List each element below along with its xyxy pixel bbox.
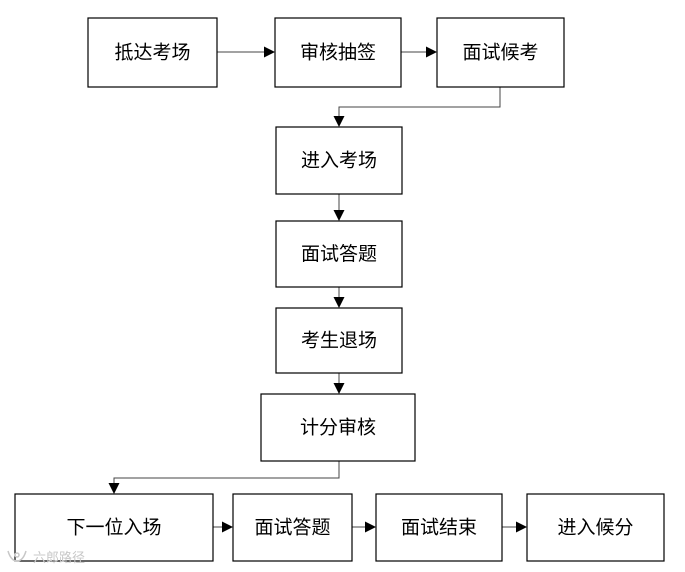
node-score-review: 计分审核 <box>260 393 416 462</box>
node-answer-1: 面试答题 <box>275 220 403 288</box>
arrowhead <box>108 483 120 494</box>
node-label: 面试答题 <box>301 243 377 265</box>
node-label: 面试答题 <box>254 517 330 539</box>
node-enter-room: 进入考场 <box>275 126 403 195</box>
arrowhead <box>222 521 233 533</box>
edges <box>108 46 527 533</box>
node-label: 进入考场 <box>301 150 377 172</box>
node-arrive: 抵达考场 <box>87 17 218 88</box>
node-answer-2: 面试答题 <box>232 493 353 562</box>
node-label: 面试候考 <box>462 42 538 64</box>
nodes: 抵达考场 审核抽签 面试候考 进入考场 面试答题 考生退场 计分审核 <box>14 17 665 562</box>
arrowhead <box>333 116 345 127</box>
arrowhead <box>426 46 437 58</box>
watermark-logo-dot <box>14 552 20 558</box>
node-wait-interview: 面试候考 <box>436 17 565 88</box>
arrowhead <box>333 210 345 221</box>
node-next-enter: 下一位入场 <box>14 493 214 562</box>
node-exit-room: 考生退场 <box>275 307 403 374</box>
node-label: 下一位入场 <box>66 517 161 539</box>
node-label: 面试结束 <box>401 517 477 539</box>
node-label: 考生退场 <box>301 330 377 352</box>
arrowhead <box>333 297 345 308</box>
arrowhead <box>264 46 275 58</box>
edge-score-to-next <box>113 461 340 484</box>
node-label: 计分审核 <box>300 417 376 439</box>
node-review-draw: 审核抽签 <box>274 17 402 88</box>
watermark-logo-icon <box>7 550 27 562</box>
node-label: 审核抽签 <box>300 42 376 64</box>
arrowhead <box>365 521 376 533</box>
edge-wait-to-enter <box>338 87 501 117</box>
watermark-text: 六郎路径 <box>33 550 85 566</box>
node-interview-end: 面试结束 <box>375 493 503 562</box>
node-label: 进入候分 <box>557 517 633 539</box>
node-wait-score: 进入候分 <box>526 493 665 562</box>
arrowhead <box>516 521 527 533</box>
node-label: 抵达考场 <box>114 42 190 64</box>
arrowhead <box>333 383 345 394</box>
watermark: 六郎路径 <box>7 550 85 566</box>
